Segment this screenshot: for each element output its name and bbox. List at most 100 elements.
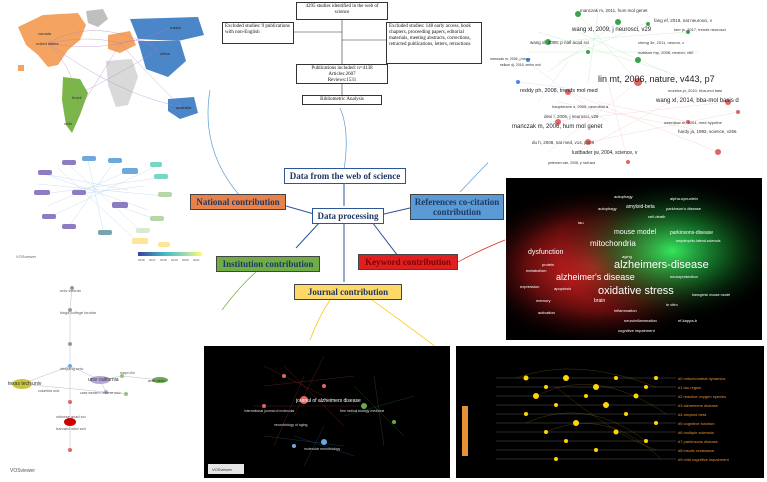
legend-tick-5: 2021 — [193, 258, 200, 262]
flow-identified-box: 4295 studies identified in the web of sc… — [296, 2, 388, 20]
keyword-green-glow — [506, 178, 762, 340]
ref-label-5: cheng 3e, 2011, neuron, v — [638, 40, 684, 45]
ref-label-9: lin mt, 2006, nature, v443, p7 — [598, 74, 715, 84]
year-legend-bar — [138, 252, 202, 256]
inst-label-kings-college: kings college london — [60, 310, 96, 315]
ref-label-11: moreira pi, 2010, bba-mol basi — [668, 88, 722, 93]
kw-label-26: in vitro — [666, 302, 679, 307]
legend-tick-0: 2016 — [138, 258, 145, 262]
flow-included-line2: Articles:2607 — [328, 72, 356, 77]
kw-label-13: alzheimers-disease — [614, 259, 709, 271]
flow-excluded-right-box: Excluded studies: 148 early access, book… — [386, 22, 482, 64]
journal-network-panel: journal of alzheimers disease internatio… — [204, 346, 450, 478]
kw-label-22: cognitive impairment — [618, 328, 656, 333]
map-links — [47, 28, 183, 124]
map-label-china: china — [160, 51, 170, 56]
cluster-label-7: #7 parkinsons disease — [678, 439, 719, 444]
inst-label-texas-tech: texas tech univ — [8, 381, 42, 387]
ref-label-7: manczak m, 2006, j neuro — [490, 57, 530, 61]
legend-tick-4: 2020 — [182, 258, 189, 262]
world-map-panel: canada united states brazil chile russia… — [8, 5, 206, 145]
timeline-arcs — [515, 368, 667, 460]
kw-label-17: transgenic mouse model — [692, 293, 730, 297]
inst-label-univ-california: univ california — [88, 377, 119, 383]
kw-label-24: activation — [538, 310, 555, 315]
ref-label-18: du h, 2008, nat med, v14, p109 — [532, 140, 595, 145]
ref-label-19: lustbader jw, 2004, science, v — [572, 150, 638, 156]
inst-label-zhejiang: zhejiang univ — [60, 366, 83, 371]
ref-label-12: wang xl, 2014, bba-mol basis d — [655, 98, 739, 104]
cluster-label-5: #5 cognitive function — [678, 421, 714, 426]
journal-links-red — [254, 355, 364, 447]
country-south-america-shape — [62, 77, 88, 133]
flow-included-line1: Publications included: n=4138 — [311, 66, 373, 71]
ref-label-0: manczak m, 2011, hum mol genet — [580, 8, 648, 13]
ref-links-green — [528, 11, 698, 83]
ref-label-2: wang xl, 2009, j neurosci, v29 — [571, 27, 652, 33]
kw-label-5: cell-death — [648, 214, 665, 219]
connector-journal-curve — [309, 299, 331, 341]
national-contribution-box: National contribution — [190, 194, 286, 210]
inst-label-case-western: case western reserve univ — [80, 391, 121, 395]
center-arrows — [285, 184, 411, 282]
ref-label-17: hardy ja, 1992, science, v256 — [678, 129, 737, 134]
institution-network-panel: univ toronto kings college london texas … — [0, 282, 200, 478]
cluster-label-8: #8 insulin resistance — [678, 448, 715, 453]
kw-label-28: neuroprotection — [670, 274, 698, 279]
kw-label-1: alpha-synuclein — [670, 196, 698, 201]
connector-keyword-curve — [457, 239, 506, 263]
flow-analysis-box: Bibliometric Analysis — [302, 95, 382, 105]
national-links — [37, 159, 165, 243]
legend-tick-3: 2019 — [171, 258, 178, 262]
ref-label-4: wang xl, 2008, p natl acad sci — [530, 40, 589, 45]
map-label-russia: russia — [170, 25, 181, 30]
cluster-label-0: #0 mitochondrial dynamics — [678, 376, 725, 381]
journal-nodes — [262, 374, 396, 448]
map-label-brazil: brazil — [72, 95, 82, 100]
ref-label-1: fang ef, 2019, nat neurosci, v — [654, 18, 713, 23]
cluster-label-3: #3 alzheimers disease — [678, 403, 719, 408]
country-asia-shape — [138, 41, 186, 77]
institution-contribution-box: Institution contribution — [216, 256, 320, 272]
timeline-lines — [496, 377, 676, 460]
ref-nodes — [516, 11, 740, 164]
keyword-density-map: autophagy alpha-synuclein autophagy park… — [506, 178, 762, 340]
cluster-label-6: #6 multiple sclerosis — [678, 430, 714, 435]
country-north-america-shape — [18, 13, 86, 67]
country-russia-shape — [130, 17, 204, 41]
country-australia-shape — [168, 97, 198, 119]
timeline-legend-bar — [462, 406, 468, 456]
institution-network: univ toronto kings college london texas … — [8, 286, 168, 474]
inst-label-columbia: columbia univ — [38, 389, 60, 393]
national-vosviewer-label: VOSviewer — [16, 254, 37, 259]
map-label-australia: australia — [176, 105, 192, 110]
flow-excluded-left-box: Excluded studies: 9 publications with no… — [222, 22, 294, 44]
inst-label-univ-toronto: univ toronto — [60, 288, 82, 293]
kw-label-20: inflammation — [614, 308, 637, 313]
kw-label-11: amyotrophic-lateral-sclerosis — [676, 239, 721, 243]
kw-label-2: autophagy — [598, 206, 617, 211]
ref-label-14: devi l, 2006, j neurosci, v26 — [544, 114, 599, 119]
journal-label-2: neurobiology of aging — [274, 423, 308, 427]
kw-label-25: expression — [520, 284, 539, 289]
ref-label-13: hauptmann s, 2009, neurobiol a — [552, 104, 609, 109]
cluster-label-1: #1 tau region — [678, 385, 701, 390]
references-network-panel: manczak m, 2011, hum mol genet fang ef, … — [488, 2, 764, 172]
cluster-label-2: #2 reactive oxygen species — [678, 394, 726, 399]
journal-label-0: journal of alzheimers disease — [295, 398, 361, 404]
kw-label-9: mitochondria — [590, 239, 636, 248]
ref-label-8: selkoe dj, 2016, embo mol — [500, 63, 541, 67]
kw-label-16: oxidative stress — [598, 285, 674, 297]
institution-vosviewer-label: VOSviewer — [10, 468, 35, 474]
kw-label-10: dysfunction — [528, 249, 564, 256]
ref-label-6: mattson mp, 2008, neuron, v60 — [638, 50, 694, 55]
inst-label-univ-penn: univ penn — [148, 378, 165, 383]
ref-label-10: reddy ph, 2008, trends mol med — [520, 88, 598, 94]
ref-label-20: petersen cah, 2008, p natl aca — [548, 161, 595, 165]
cluster-label-9: #9 mild cognitive impairment — [678, 457, 730, 462]
cluster-timeline: #0 mitochondrial dynamics #1 tau region … — [462, 368, 730, 462]
kw-label-8: parkinsons-disease — [670, 230, 713, 236]
national-network: VOSviewer 2016 2017 2018 2019 2020 2021 — [16, 156, 202, 262]
inst-label-chinese-acad: chinese acad sci — [56, 414, 86, 419]
